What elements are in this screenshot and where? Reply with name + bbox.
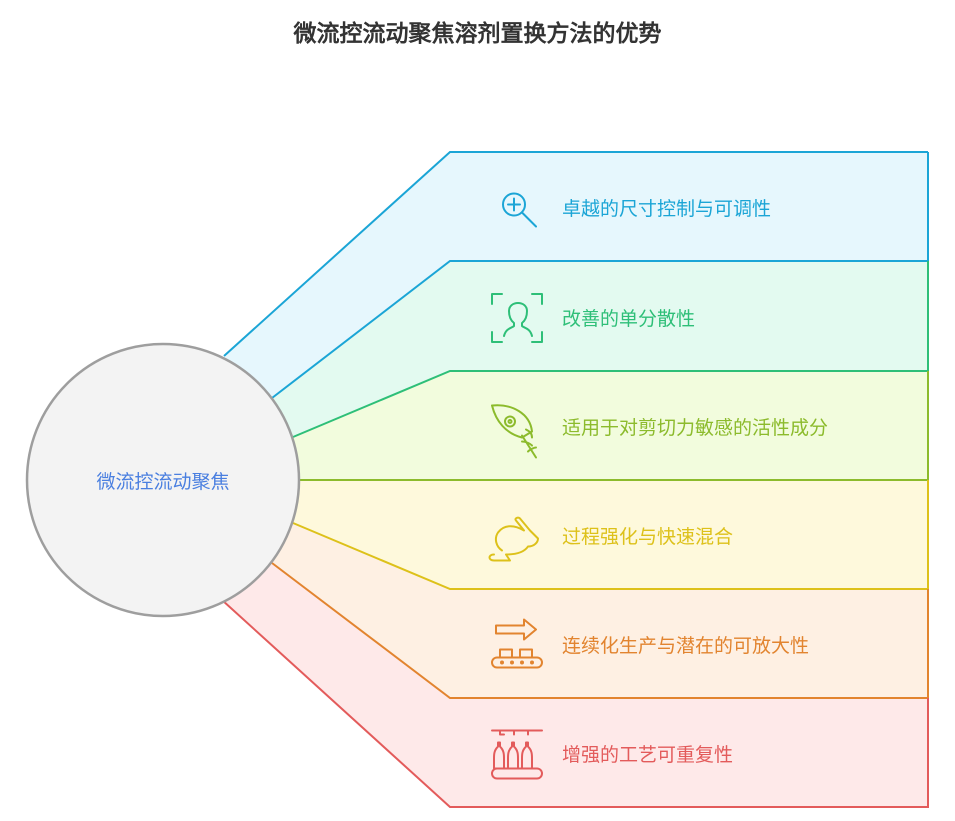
item-label-2: 改善的单分散性 bbox=[562, 308, 696, 330]
item-label-3: 适用于对剪切力敏感的活性成分 bbox=[562, 417, 829, 439]
center-circle bbox=[25, 342, 301, 618]
bottling-line-icon bbox=[491, 729, 543, 780]
center-node: 微流控流动聚焦 bbox=[26, 343, 300, 617]
band-6 bbox=[222, 563, 928, 807]
rabbit-icon bbox=[488, 516, 539, 562]
band-4 bbox=[293, 480, 928, 589]
band-border-top bbox=[223, 151, 928, 357]
band-border-4 bbox=[292, 480, 929, 590]
face-scan-icon bbox=[491, 293, 543, 343]
conveyor-arrow-icon bbox=[491, 618, 543, 669]
band-3 bbox=[293, 371, 928, 480]
item-label-5: 连续化生产与潜在的可放大性 bbox=[562, 635, 810, 657]
band-border-3 bbox=[300, 371, 929, 481]
band-border-5 bbox=[271, 562, 929, 699]
magnifier-plus-icon bbox=[502, 192, 537, 228]
diagram-title: 微流控流动聚焦溶剂置换方法的优势 bbox=[293, 21, 662, 47]
band-border-1 bbox=[271, 152, 929, 399]
item-label-1: 卓越的尺寸控制与可调性 bbox=[562, 198, 772, 220]
band-5 bbox=[272, 523, 928, 698]
feather-icon bbox=[491, 404, 537, 459]
band-border-2 bbox=[292, 261, 929, 438]
band-border-6 bbox=[221, 599, 929, 808]
band-1 bbox=[224, 152, 928, 398]
item-label-4: 过程强化与快速混合 bbox=[562, 526, 734, 548]
band-2 bbox=[272, 261, 928, 437]
item-label-6: 增强的工艺可重复性 bbox=[562, 744, 734, 766]
center-label: 微流控流动聚焦 bbox=[96, 470, 230, 493]
